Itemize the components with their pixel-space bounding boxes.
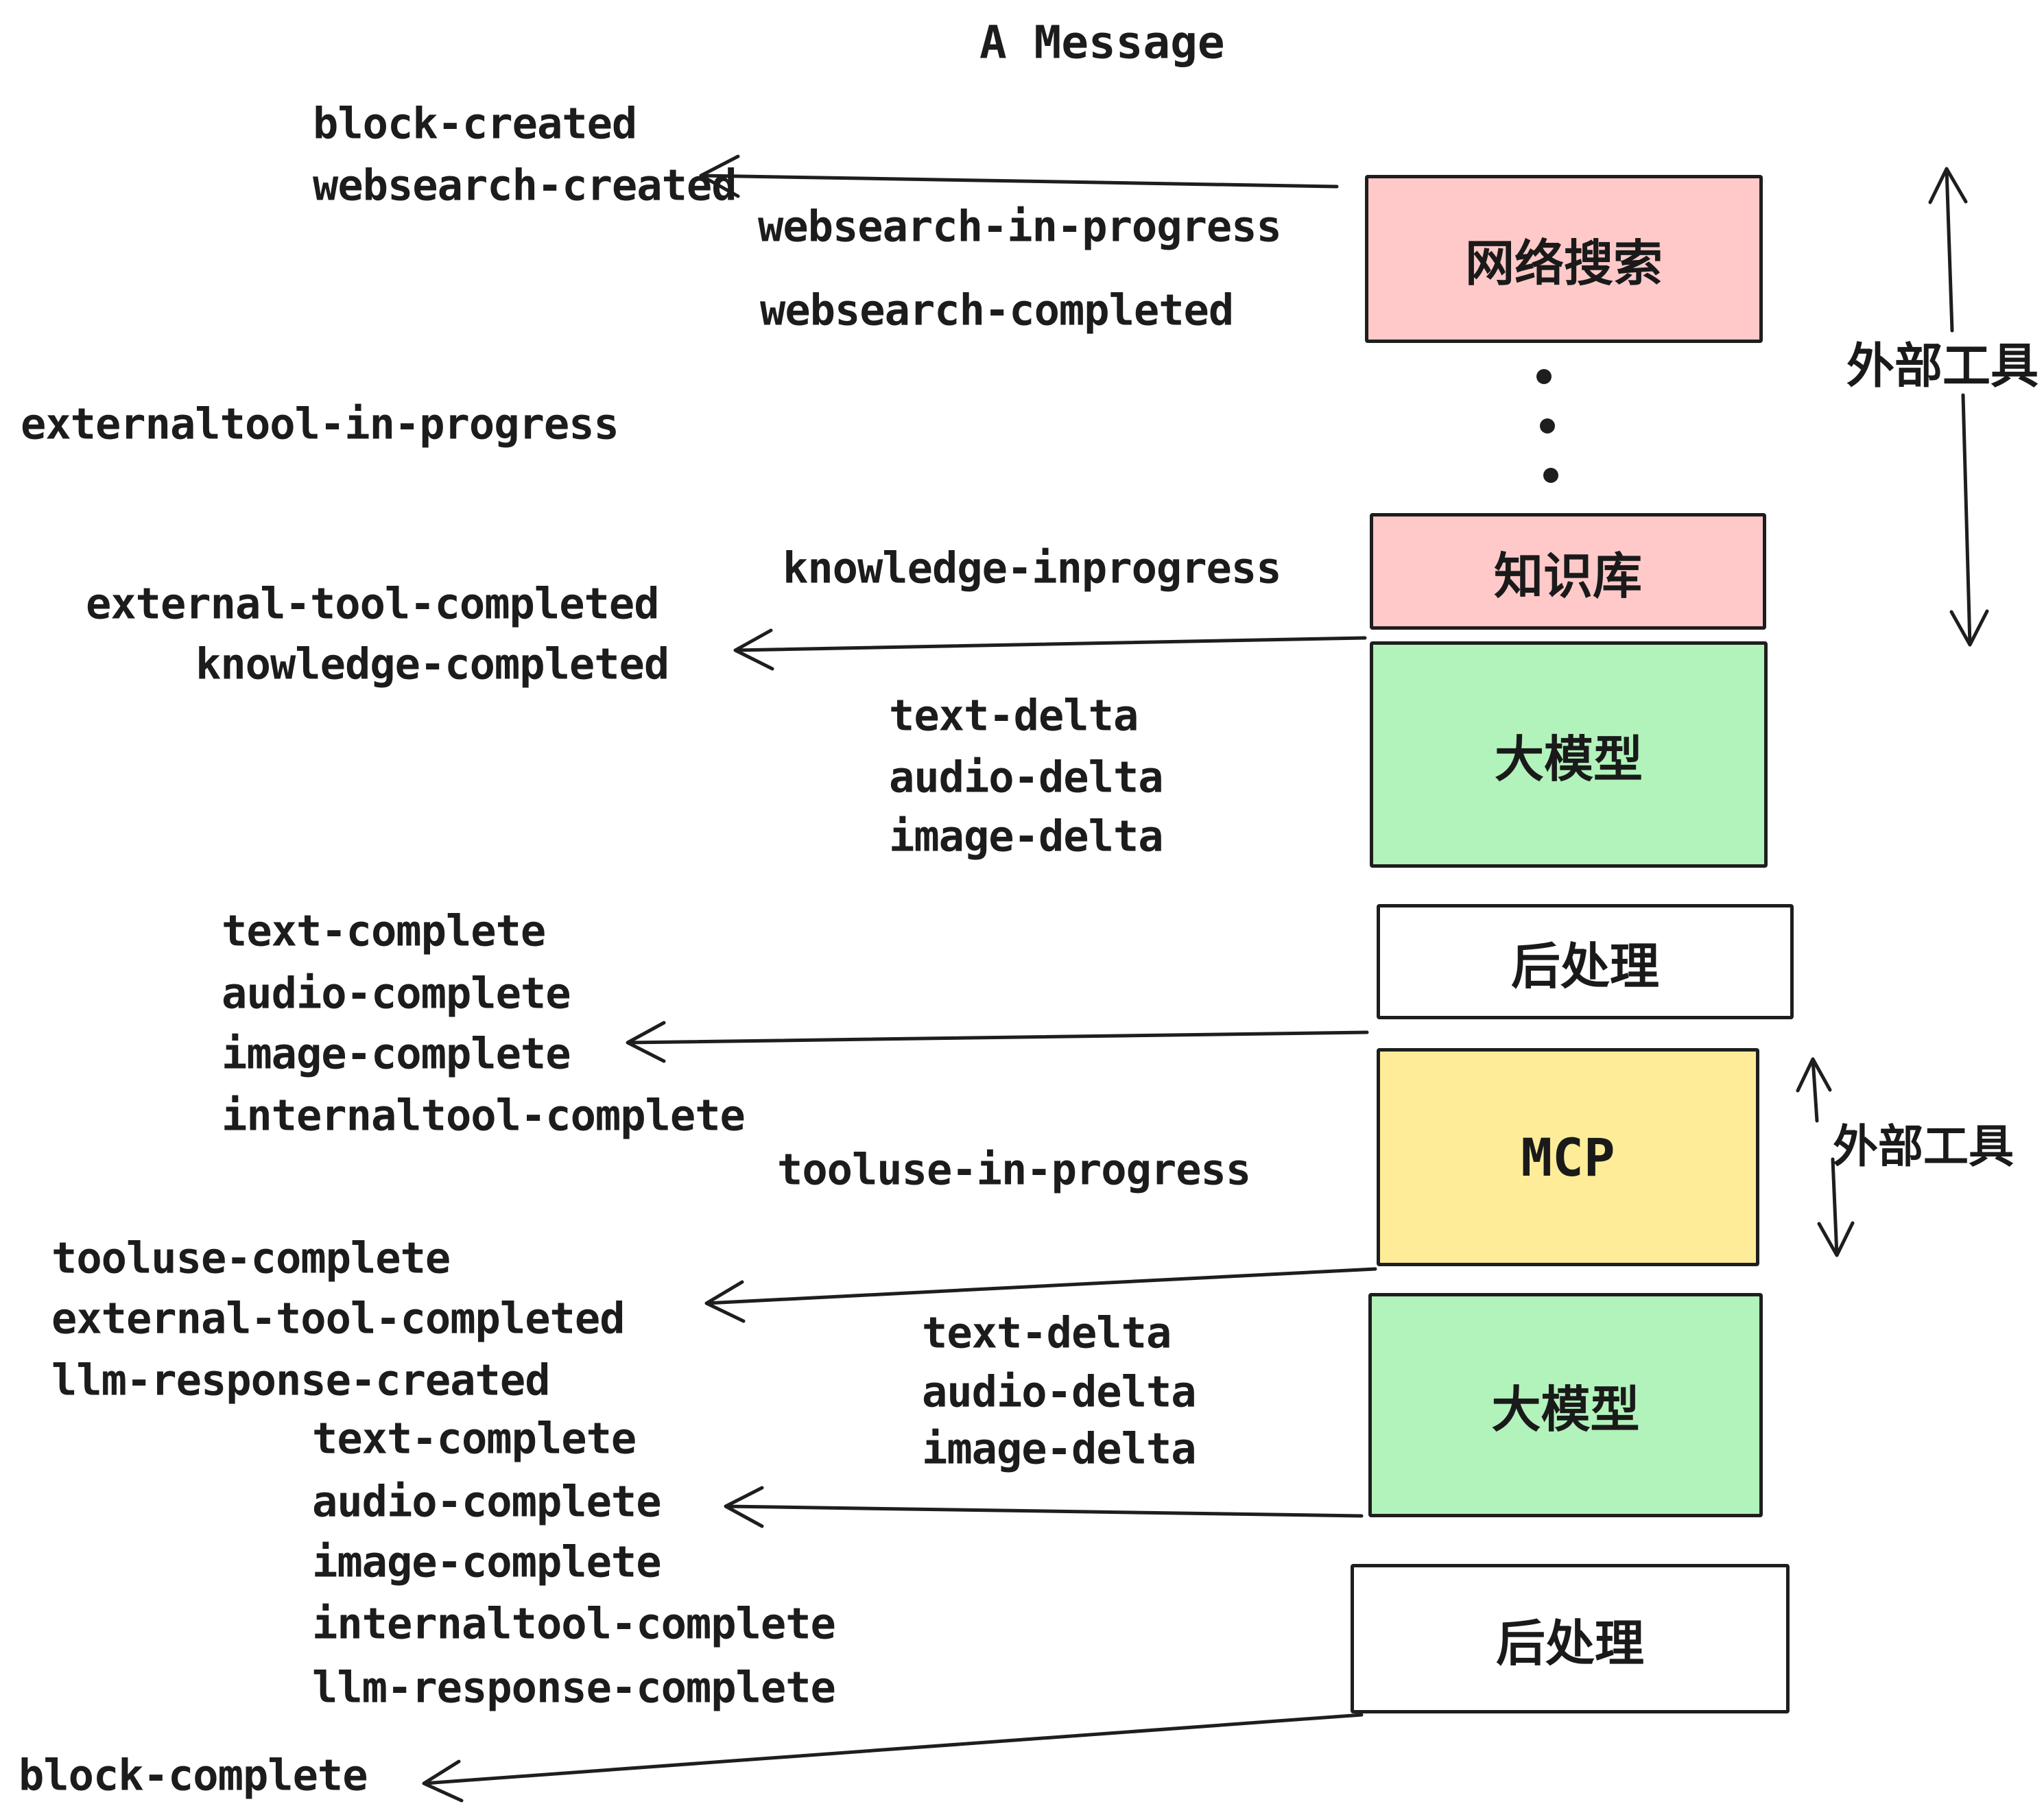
- event-text-complete-2: text-complete: [312, 1413, 637, 1464]
- event-block-complete: block-complete: [19, 1750, 368, 1801]
- event-text-delta-2: text-delta: [922, 1307, 1172, 1358]
- event-external-tool-completed-2: external-tool-completed: [51, 1293, 626, 1344]
- event-text-delta: text-delta: [889, 690, 1139, 741]
- node-postprocess-1-label: 后处理: [1510, 939, 1659, 995]
- event-text-complete: text-complete: [222, 905, 546, 956]
- event-knowledge-inprogress: knowledge-inprogress: [783, 543, 1282, 593]
- node-mcp: MCP: [1377, 1048, 1759, 1266]
- external-tools-annotation-1: 外部工具: [1846, 339, 2039, 393]
- arrow-llm2-to-audio-complete: [724, 1486, 1364, 1528]
- event-internaltool-complete: internaltool-complete: [222, 1090, 746, 1141]
- event-llm-response-complete: llm-response-complete: [312, 1662, 836, 1713]
- event-image-delta: image-delta: [889, 811, 1164, 862]
- external-tool-up-arrow-2: [1796, 1057, 1832, 1123]
- event-audio-delta-2: audio-delta: [922, 1366, 1197, 1417]
- ellipsis-dot: [1540, 418, 1555, 434]
- external-tool-up-arrow-1: [1928, 167, 1968, 333]
- event-audio-complete: audio-complete: [222, 968, 571, 1019]
- event-audio-delta: audio-delta: [889, 752, 1164, 803]
- node-knowledge-base-label: 知识库: [1493, 549, 1642, 604]
- event-image-complete-2: image-complete: [312, 1536, 662, 1587]
- arrow-websearch-to-block-created: [699, 154, 1339, 198]
- arrow-post2-to-block-complete: [422, 1713, 1364, 1803]
- external-tool-down-arrow-2: [1817, 1157, 1855, 1257]
- node-mcp-label: MCP: [1521, 1126, 1615, 1188]
- event-llm-response-created: llm-response-created: [51, 1355, 551, 1405]
- event-image-delta-2: image-delta: [922, 1423, 1197, 1474]
- ellipsis-dot: [1543, 468, 1558, 483]
- node-websearch: 网络搜索: [1365, 175, 1763, 343]
- event-websearch-created: websearch-created: [313, 160, 737, 211]
- node-llm-1-label: 大模型: [1494, 732, 1643, 787]
- external-tool-down-arrow-1: [1949, 393, 1989, 647]
- node-knowledge-base: 知识库: [1370, 513, 1766, 630]
- node-postprocess-2-label: 后处理: [1495, 1616, 1644, 1672]
- event-websearch-in-progress: websearch-in-progress: [758, 201, 1282, 252]
- diagram-title: A Message: [979, 16, 1225, 69]
- node-llm-2-label: 大模型: [1491, 1383, 1640, 1438]
- node-postprocess-1: 后处理: [1377, 904, 1794, 1019]
- event-external-tool-completed: external-tool-completed: [86, 578, 660, 629]
- event-tooluse-complete: tooluse-complete: [51, 1233, 451, 1283]
- node-websearch-label: 网络搜索: [1464, 237, 1663, 292]
- event-image-complete: image-complete: [222, 1028, 571, 1079]
- node-llm-1: 大模型: [1370, 641, 1768, 868]
- arrow-post-to-image-complete: [626, 1021, 1369, 1063]
- node-postprocess-2: 后处理: [1351, 1564, 1790, 1713]
- event-audio-complete-2: audio-complete: [312, 1476, 662, 1527]
- ellipsis-dot: [1536, 369, 1552, 384]
- arrow-mcp-to-tooluse-complete: [704, 1267, 1377, 1323]
- external-tools-annotation-2: 外部工具: [1833, 1121, 2014, 1172]
- arrow-llm-to-knowledge-completed: [733, 628, 1367, 671]
- event-tooluse-in-progress: tooluse-in-progress: [777, 1144, 1251, 1195]
- event-block-created: block-created: [313, 98, 637, 149]
- event-internaltool-complete-2: internaltool-complete: [312, 1598, 836, 1649]
- event-knowledge-completed: knowledge-completed: [195, 639, 669, 689]
- node-llm-2: 大模型: [1368, 1293, 1763, 1517]
- event-externaltool-in-progress: externaltool-in-progress: [21, 399, 619, 449]
- event-websearch-completed: websearch-completed: [760, 285, 1234, 335]
